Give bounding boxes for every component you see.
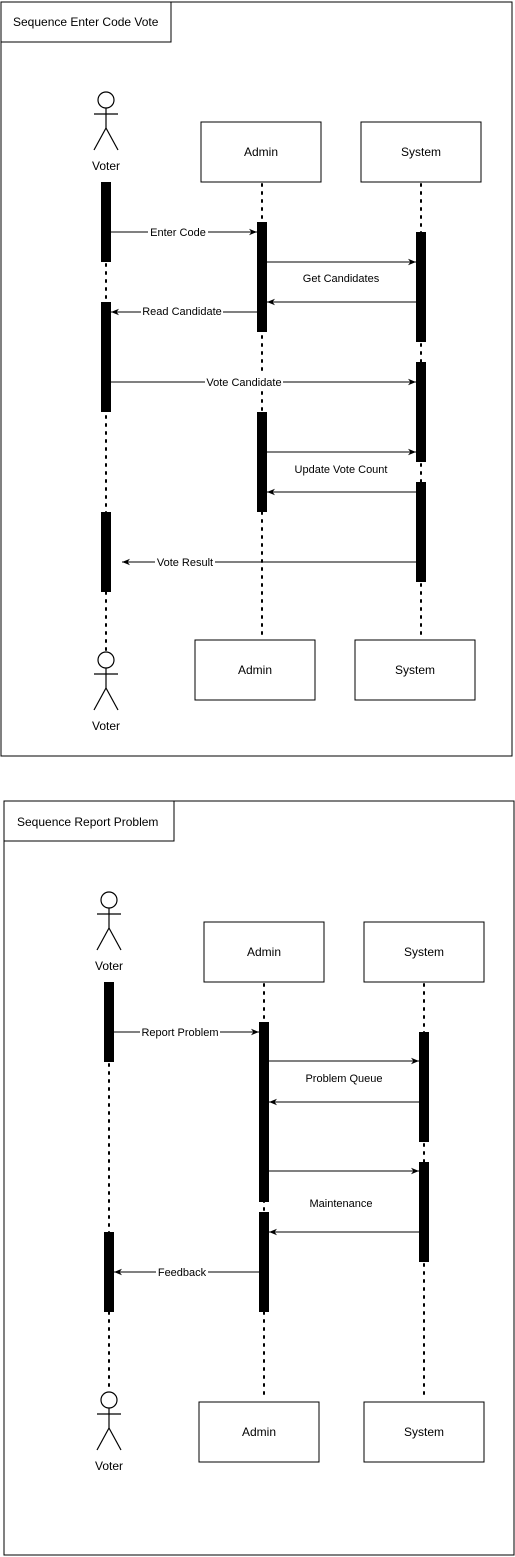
diagram-title: Sequence Report Problem [17, 815, 158, 829]
diagram-title-box [0, 1, 172, 43]
admin-box-bottom [194, 639, 316, 701]
voter-label-top: Voter [95, 959, 123, 973]
admin-activation [259, 1212, 269, 1312]
system-box-top [363, 921, 485, 983]
voter-activation [104, 982, 114, 1062]
diagram-report-problem: Sequence Report Problem Voter Admin Syst… [3, 800, 515, 1556]
voter-label-bottom: Voter [95, 1459, 123, 1473]
admin-activation [259, 1022, 269, 1202]
admin-activation [257, 222, 267, 332]
admin-label-bottom: Admin [242, 1425, 276, 1439]
admin-box-bottom [198, 1401, 320, 1463]
admin-label-bottom: Admin [238, 663, 272, 677]
message-label-bg [156, 1265, 208, 1279]
voter-label-bottom: Voter [92, 719, 120, 733]
message-label-bg [141, 305, 223, 319]
system-activation [416, 362, 426, 462]
message-vote-candidate: Vote Candidate [206, 377, 281, 389]
message-get-candidates: Get Candidates [303, 273, 380, 285]
system-label-bottom: System [395, 663, 435, 677]
voter-actor-icon [93, 651, 119, 711]
system-activation [416, 232, 426, 342]
voter-label-top: Voter [92, 159, 120, 173]
message-label-bg [148, 225, 208, 239]
message-label-bg [140, 1025, 220, 1039]
system-label-top: System [401, 145, 441, 159]
message-label-bg [205, 375, 283, 389]
message-vote-result: Vote Result [157, 557, 213, 569]
admin-label-top: Admin [244, 145, 278, 159]
message-feedback: Feedback [158, 1267, 207, 1279]
voter-activation [101, 512, 111, 592]
voter-actor-icon [96, 891, 122, 951]
system-box-bottom [363, 1401, 485, 1463]
diagram-title: Sequence Enter Code Vote [13, 15, 159, 29]
diagram-frame [3, 800, 515, 1556]
message-enter-code: Enter Code [150, 227, 206, 239]
voter-actor-icon [93, 91, 119, 151]
system-box-top [360, 121, 482, 183]
voter-activation [101, 182, 111, 262]
admin-activation [257, 412, 267, 512]
message-read-candidate: Read Candidate [142, 306, 222, 318]
diagram-title-box [3, 800, 175, 842]
system-activation [416, 482, 426, 582]
message-label-bg [155, 555, 215, 569]
system-box-bottom [354, 639, 476, 701]
system-label-bottom: System [404, 1425, 444, 1439]
admin-box-top [200, 121, 322, 183]
admin-label-top: Admin [247, 945, 281, 959]
message-update-vote-count: Update Vote Count [295, 464, 388, 476]
message-maintenance: Maintenance [310, 1198, 373, 1210]
message-problem-queue: Problem Queue [305, 1073, 382, 1085]
voter-activation [104, 1232, 114, 1312]
system-activation [419, 1162, 429, 1262]
voter-activation [101, 302, 111, 412]
diagram-frame [0, 1, 513, 757]
system-activation [419, 1032, 429, 1142]
diagram-enter-code-vote: Sequence Enter Code Vote Voter Admin Sys… [0, 1, 513, 757]
admin-box-top [203, 921, 325, 983]
system-label-top: System [404, 945, 444, 959]
voter-actor-icon [96, 1391, 122, 1451]
message-report-problem: Report Problem [141, 1027, 218, 1039]
